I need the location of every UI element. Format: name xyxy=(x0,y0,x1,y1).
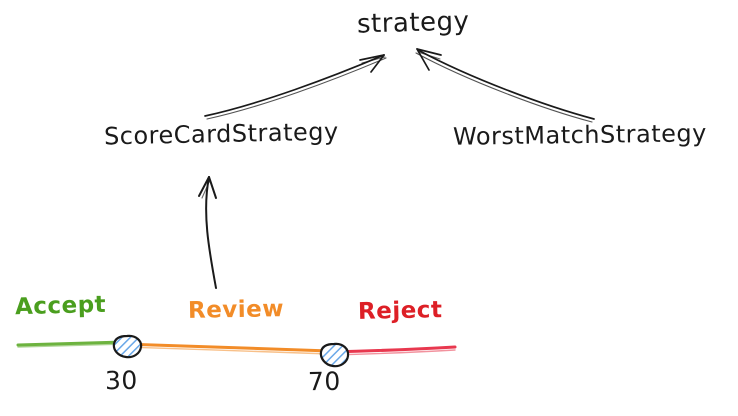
threshold-marker-30[interactable] xyxy=(112,334,143,359)
arrow-worstmatch-to-strategy xyxy=(415,48,595,123)
zone-label-accept: Accept xyxy=(14,291,107,321)
node-strategy[interactable]: strategy xyxy=(356,6,470,40)
node-worstmatch[interactable]: WorstMatchStrategy xyxy=(452,119,708,151)
node-scorecard[interactable]: ScoreCardStrategy xyxy=(103,117,339,151)
threshold-value-70: 70 xyxy=(307,366,342,397)
arrow-scorecard-to-strategy xyxy=(204,54,387,120)
threshold-marker-70[interactable] xyxy=(319,342,350,368)
zone-label-reject: Reject xyxy=(357,297,443,325)
arrow-review-to-scorecard xyxy=(198,176,217,289)
threshold-value-30: 30 xyxy=(104,365,139,396)
score-threshold-scale-line xyxy=(16,340,457,356)
zone-label-review: Review xyxy=(187,296,285,324)
